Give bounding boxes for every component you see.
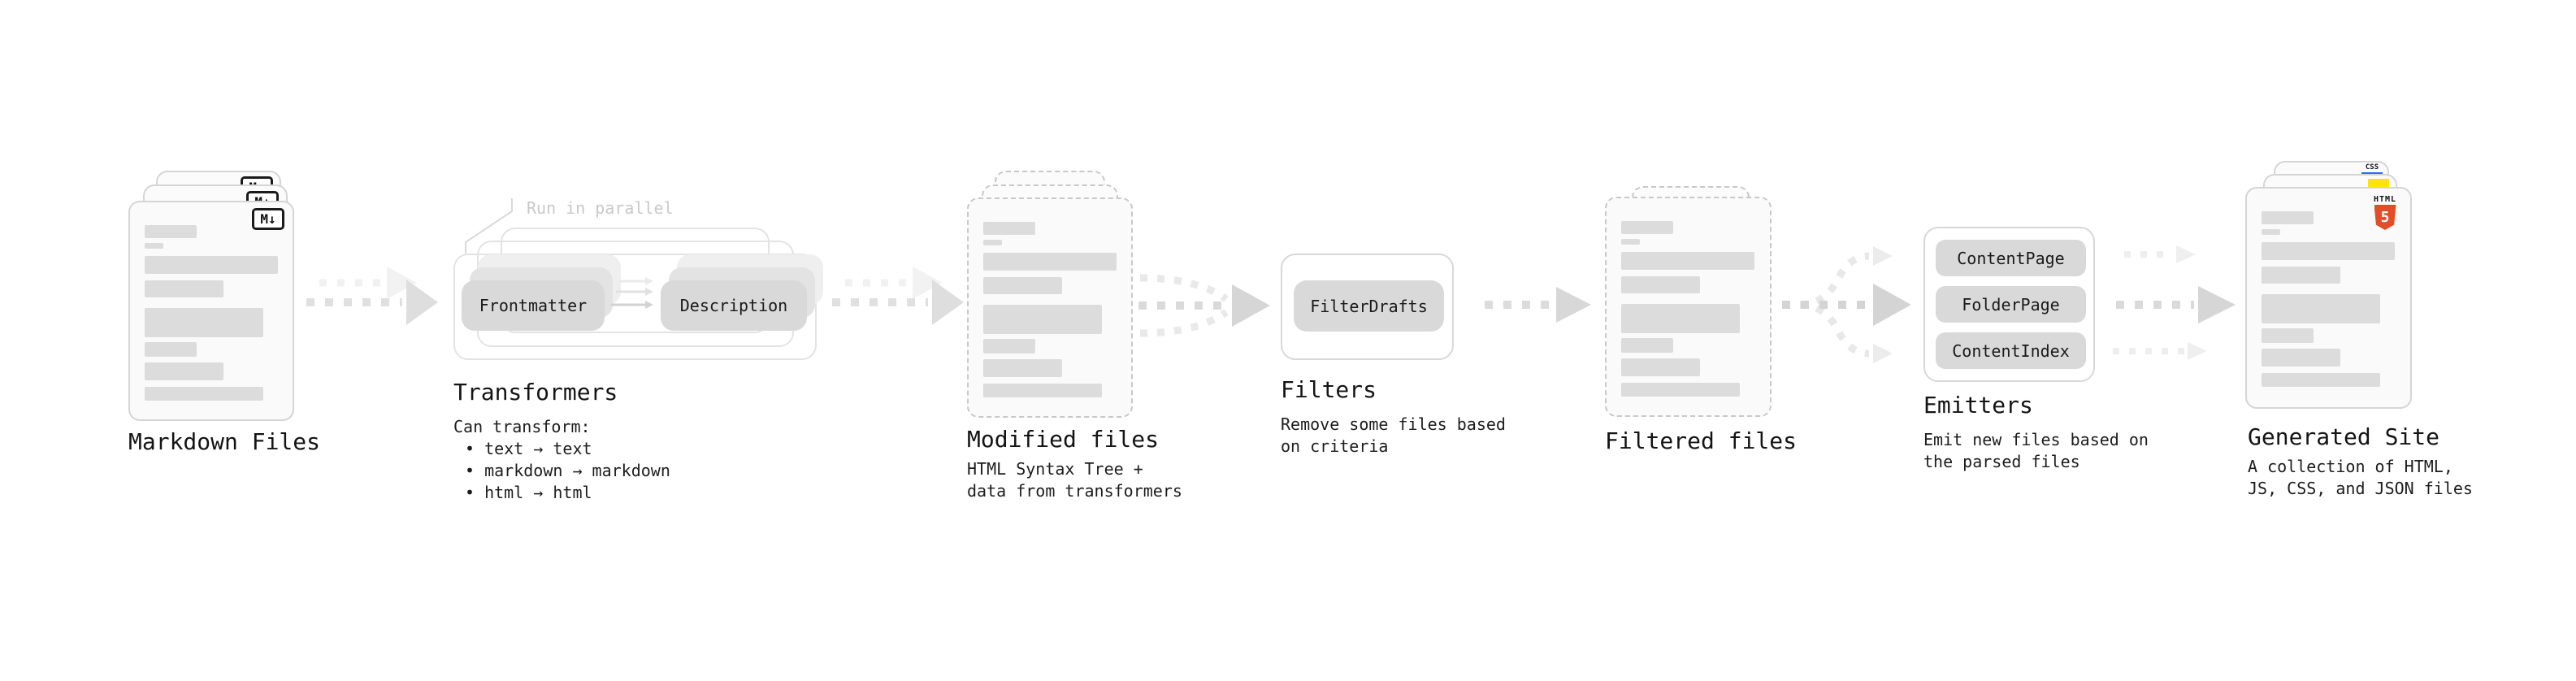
skeleton-bar xyxy=(983,222,1035,235)
emitters-description: Emit new files based on the parsed files xyxy=(1923,429,2149,473)
filters-box: FilterDrafts xyxy=(1281,254,1454,360)
skeleton-bar xyxy=(145,280,223,297)
markdown-badge: M↓ xyxy=(252,208,284,230)
parallel-container-front xyxy=(453,254,817,360)
skeleton-bar xyxy=(145,362,223,380)
file-card: M↓ xyxy=(128,201,294,421)
pill-contentindex: ContentIndex xyxy=(1936,332,2086,369)
parallel-arrows-icon xyxy=(611,277,653,309)
stage-label-markdown-files: Markdown Files xyxy=(128,428,321,455)
html5-logo-word: HTML xyxy=(2373,195,2397,204)
skeleton-bar xyxy=(983,305,1102,334)
flow-arrow-fanout-to-emitters xyxy=(1782,246,1911,363)
generated-description: A collection of HTML, JS, CSS, and JSON … xyxy=(2248,456,2473,500)
desc-line: HTML Syntax Tree + xyxy=(967,459,1143,479)
flow-arrow-markdown-to-transformers xyxy=(306,267,438,325)
run-in-parallel-leader-line xyxy=(465,198,513,254)
skeleton-bar xyxy=(145,342,197,357)
skeleton-bar xyxy=(983,339,1035,354)
flow-arrows-emitters-to-generated xyxy=(2113,245,2236,360)
pill-filterdrafts: FilterDrafts xyxy=(1294,280,1444,332)
desc-line: Remove some files based xyxy=(1281,414,1506,434)
pill-contentpage: ContentPage xyxy=(1936,240,2086,276)
file-card xyxy=(1605,197,1772,417)
skeleton-bar xyxy=(983,240,1002,245)
skeleton-bar xyxy=(2262,229,2280,235)
desc-line: the parsed files xyxy=(1923,452,2080,471)
run-in-parallel-label: Run in parallel xyxy=(527,198,674,218)
stage-label-filters: Filters xyxy=(1281,376,1377,403)
pill-folderpage: FolderPage xyxy=(1936,286,2086,323)
transformers-description: Can transform: • text → text • markdown … xyxy=(453,416,670,504)
file-card: HTML 5 xyxy=(2245,187,2412,409)
file-card xyxy=(967,197,1133,418)
skeleton-bar xyxy=(145,387,263,401)
skeleton-bar xyxy=(2262,267,2340,284)
skeleton-bar xyxy=(2262,211,2314,224)
skeleton-bar xyxy=(983,253,1117,271)
desc-line: JS, CSS, and JSON files xyxy=(2248,479,2473,498)
html5-logo: HTML 5 xyxy=(2366,195,2404,230)
skeleton-bar xyxy=(1621,358,1700,376)
desc-bullet: • text → text xyxy=(465,439,592,458)
skeleton-bar xyxy=(2262,349,2340,367)
skeleton-bar xyxy=(145,256,278,274)
skeleton-bar xyxy=(2262,328,2314,343)
skeleton-bar xyxy=(2262,294,2380,323)
stage-label-transformers: Transformers xyxy=(453,379,618,406)
desc-bullet: • html → html xyxy=(465,483,592,502)
skeleton-bar xyxy=(983,384,1102,397)
desc-line: A collection of HTML, xyxy=(2248,457,2453,476)
desc-line: Can transform: xyxy=(453,417,591,436)
stage-label-generated-site: Generated Site xyxy=(2248,423,2440,450)
skeleton-bar xyxy=(2262,373,2380,387)
skeleton-bar xyxy=(1621,304,1740,333)
skeleton-bar xyxy=(1621,239,1640,245)
desc-line: on criteria xyxy=(1281,436,1389,456)
skeleton-bar xyxy=(145,225,197,238)
js-file-badge xyxy=(2368,179,2389,189)
flow-arrow-merge-to-filters xyxy=(1138,274,1270,337)
flow-arrow-transformers-to-modified xyxy=(832,267,964,325)
pill-frontmatter: Frontmatter xyxy=(462,280,605,331)
stage-label-filtered-files: Filtered files xyxy=(1605,427,1798,454)
pill-description: Description xyxy=(661,280,807,331)
skeleton-bar xyxy=(145,308,263,337)
flow-arrow-filters-to-filtered xyxy=(1485,287,1591,323)
css-badge-label: CSS xyxy=(2365,163,2379,171)
desc-line: data from transformers xyxy=(967,481,1182,501)
skeleton-bar xyxy=(145,243,163,249)
desc-bullet: • markdown → markdown xyxy=(465,461,670,480)
skeleton-bar xyxy=(1621,276,1700,293)
skeleton-bar xyxy=(983,359,1062,377)
html5-logo-shield: 5 xyxy=(2374,205,2396,230)
skeleton-bar xyxy=(1621,383,1740,397)
skeleton-bar xyxy=(1621,252,1754,270)
skeleton-bar xyxy=(1621,221,1673,234)
stage-label-modified-files: Modified files xyxy=(967,426,1160,453)
stage-label-emitters: Emitters xyxy=(1923,392,2033,419)
skeleton-bar xyxy=(1621,338,1673,353)
filters-description: Remove some files based on criteria xyxy=(1281,414,1506,458)
modified-description: HTML Syntax Tree + data from transformer… xyxy=(967,458,1182,502)
emitters-box: ContentPage FolderPage ContentIndex xyxy=(1923,227,2095,382)
skeleton-bar xyxy=(2262,242,2395,260)
desc-line: Emit new files based on xyxy=(1923,430,2149,449)
skeleton-bar xyxy=(983,277,1062,294)
